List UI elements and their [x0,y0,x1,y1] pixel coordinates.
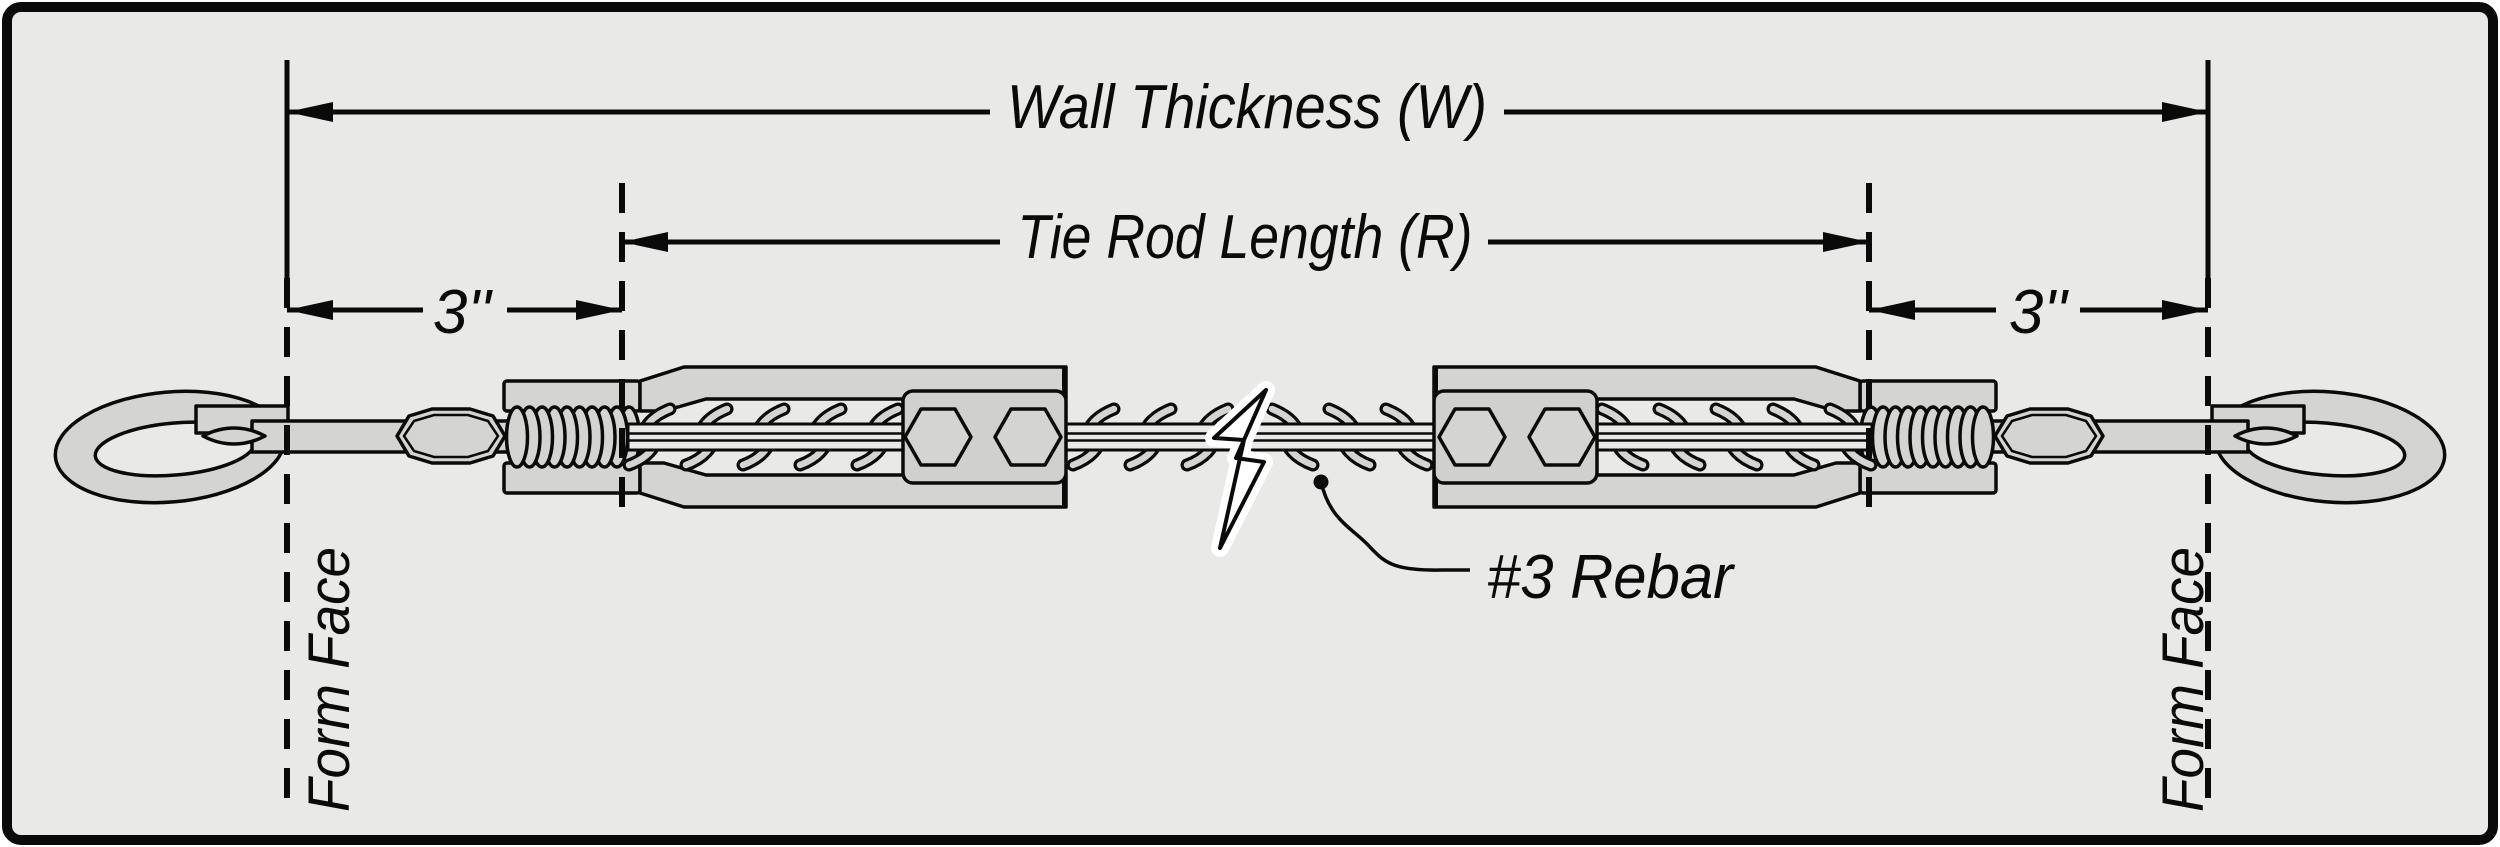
dim-wall-thickness: Wall Thickness (W) [287,73,2208,142]
extension-lines [284,60,2211,812]
rebar-callout: #3 Rebar [1313,474,1735,612]
dim-tie-rod-length: Tie Rod Length (R) [622,203,1869,272]
tie-rod-length-label: Tie Rod Length (R) [1018,203,1473,272]
rebar-label: #3 Rebar [1487,543,1735,612]
dim-offset-left: 3'' [287,278,622,347]
leader-line [1319,481,1470,572]
offset-right-label: 3'' [2009,278,2069,347]
form-face-label-left: Form Face [297,547,362,812]
offset-left-label: 3'' [433,278,493,347]
form-face-label-right: Form Face [2151,547,2216,812]
wall-thickness-label: Wall Thickness (W) [1007,73,1487,142]
dim-offset-right: 3'' [1869,278,2208,347]
break-symbol [1205,381,1275,557]
